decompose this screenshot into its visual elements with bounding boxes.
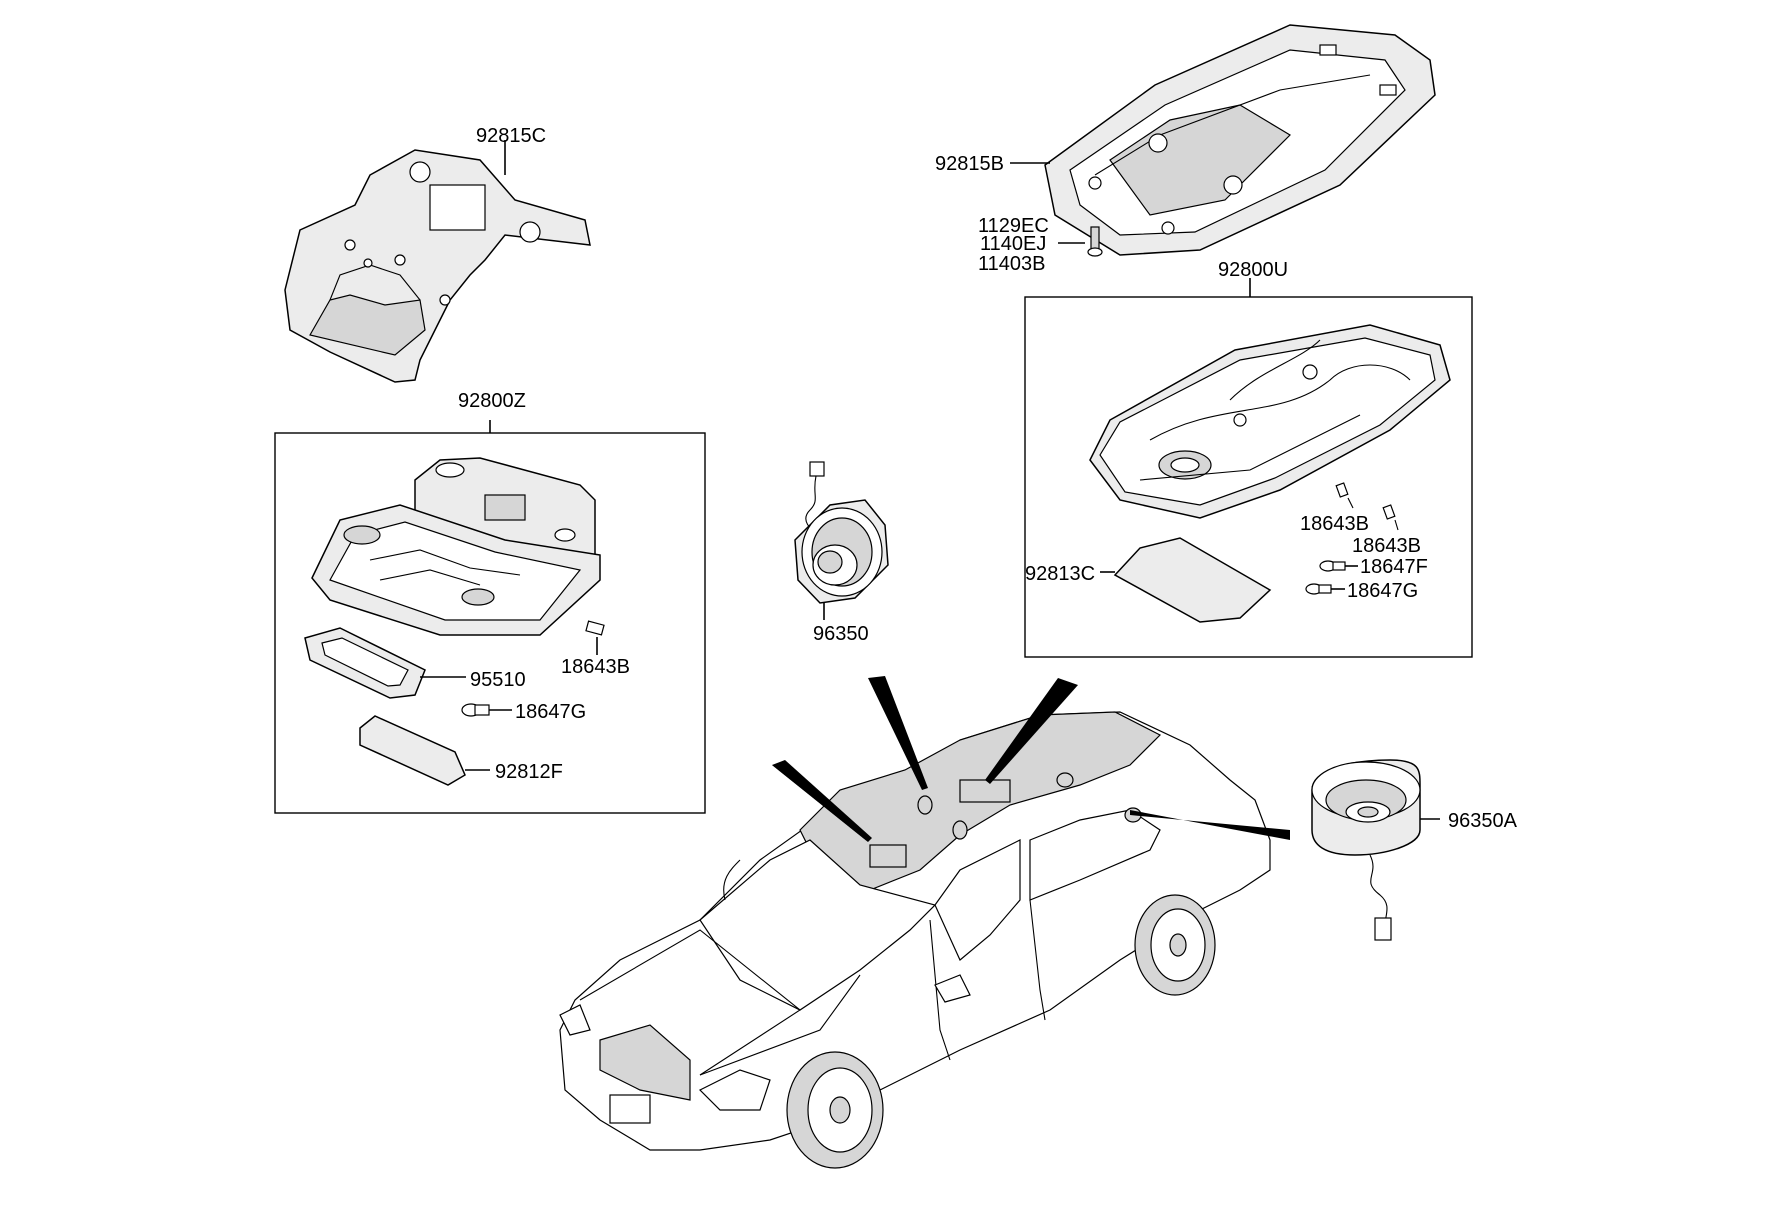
label-92812F: 92812F	[495, 761, 563, 783]
car-drawing	[559, 711, 1271, 1169]
label-11403B: 11403B	[978, 253, 1045, 275]
label-92813C: 92813C	[1025, 563, 1095, 585]
screw-drawing	[1058, 226, 1103, 257]
label-18647G-u: 18647G	[1347, 580, 1418, 602]
label-18643B-z: 18643B	[561, 656, 630, 678]
label-95510: 95510	[470, 669, 526, 691]
label-96350A: 96350A	[1448, 810, 1518, 832]
beam-96350	[868, 676, 928, 790]
label-1140EJ: 1140EJ	[980, 233, 1046, 255]
label-1129EC: 1129EC	[978, 215, 1049, 237]
beam-92800Z-wide	[772, 765, 868, 842]
part-92815C-drawing	[284, 140, 591, 383]
beam-92800U	[985, 678, 1078, 784]
speaker-96350A-drawing	[1311, 759, 1440, 941]
assembly-92800Z-box	[274, 420, 706, 814]
label-18647G-z: 18647G	[515, 701, 586, 723]
label-92815C: 92815C	[476, 125, 546, 147]
label-92800U: 92800U	[1218, 259, 1288, 281]
labels: 92815C 92815B 1129EC 1140EJ 11403B 92800…	[458, 125, 1518, 832]
label-92815B: 92815B	[935, 153, 1004, 175]
assembly-92800U-box	[1024, 278, 1473, 658]
label-18643B-u1: 18643B	[1300, 513, 1369, 535]
beam-96350A	[1130, 810, 1290, 840]
callout-beams	[772, 676, 1290, 842]
label-18643B-u2: 18643B	[1352, 535, 1421, 557]
label-96350: 96350	[813, 623, 869, 645]
speaker-96350-drawing	[794, 461, 889, 620]
label-92800Z: 92800Z	[458, 390, 526, 412]
label-18647F: 18647F	[1360, 556, 1428, 578]
part-92815B-drawing	[1010, 24, 1436, 256]
